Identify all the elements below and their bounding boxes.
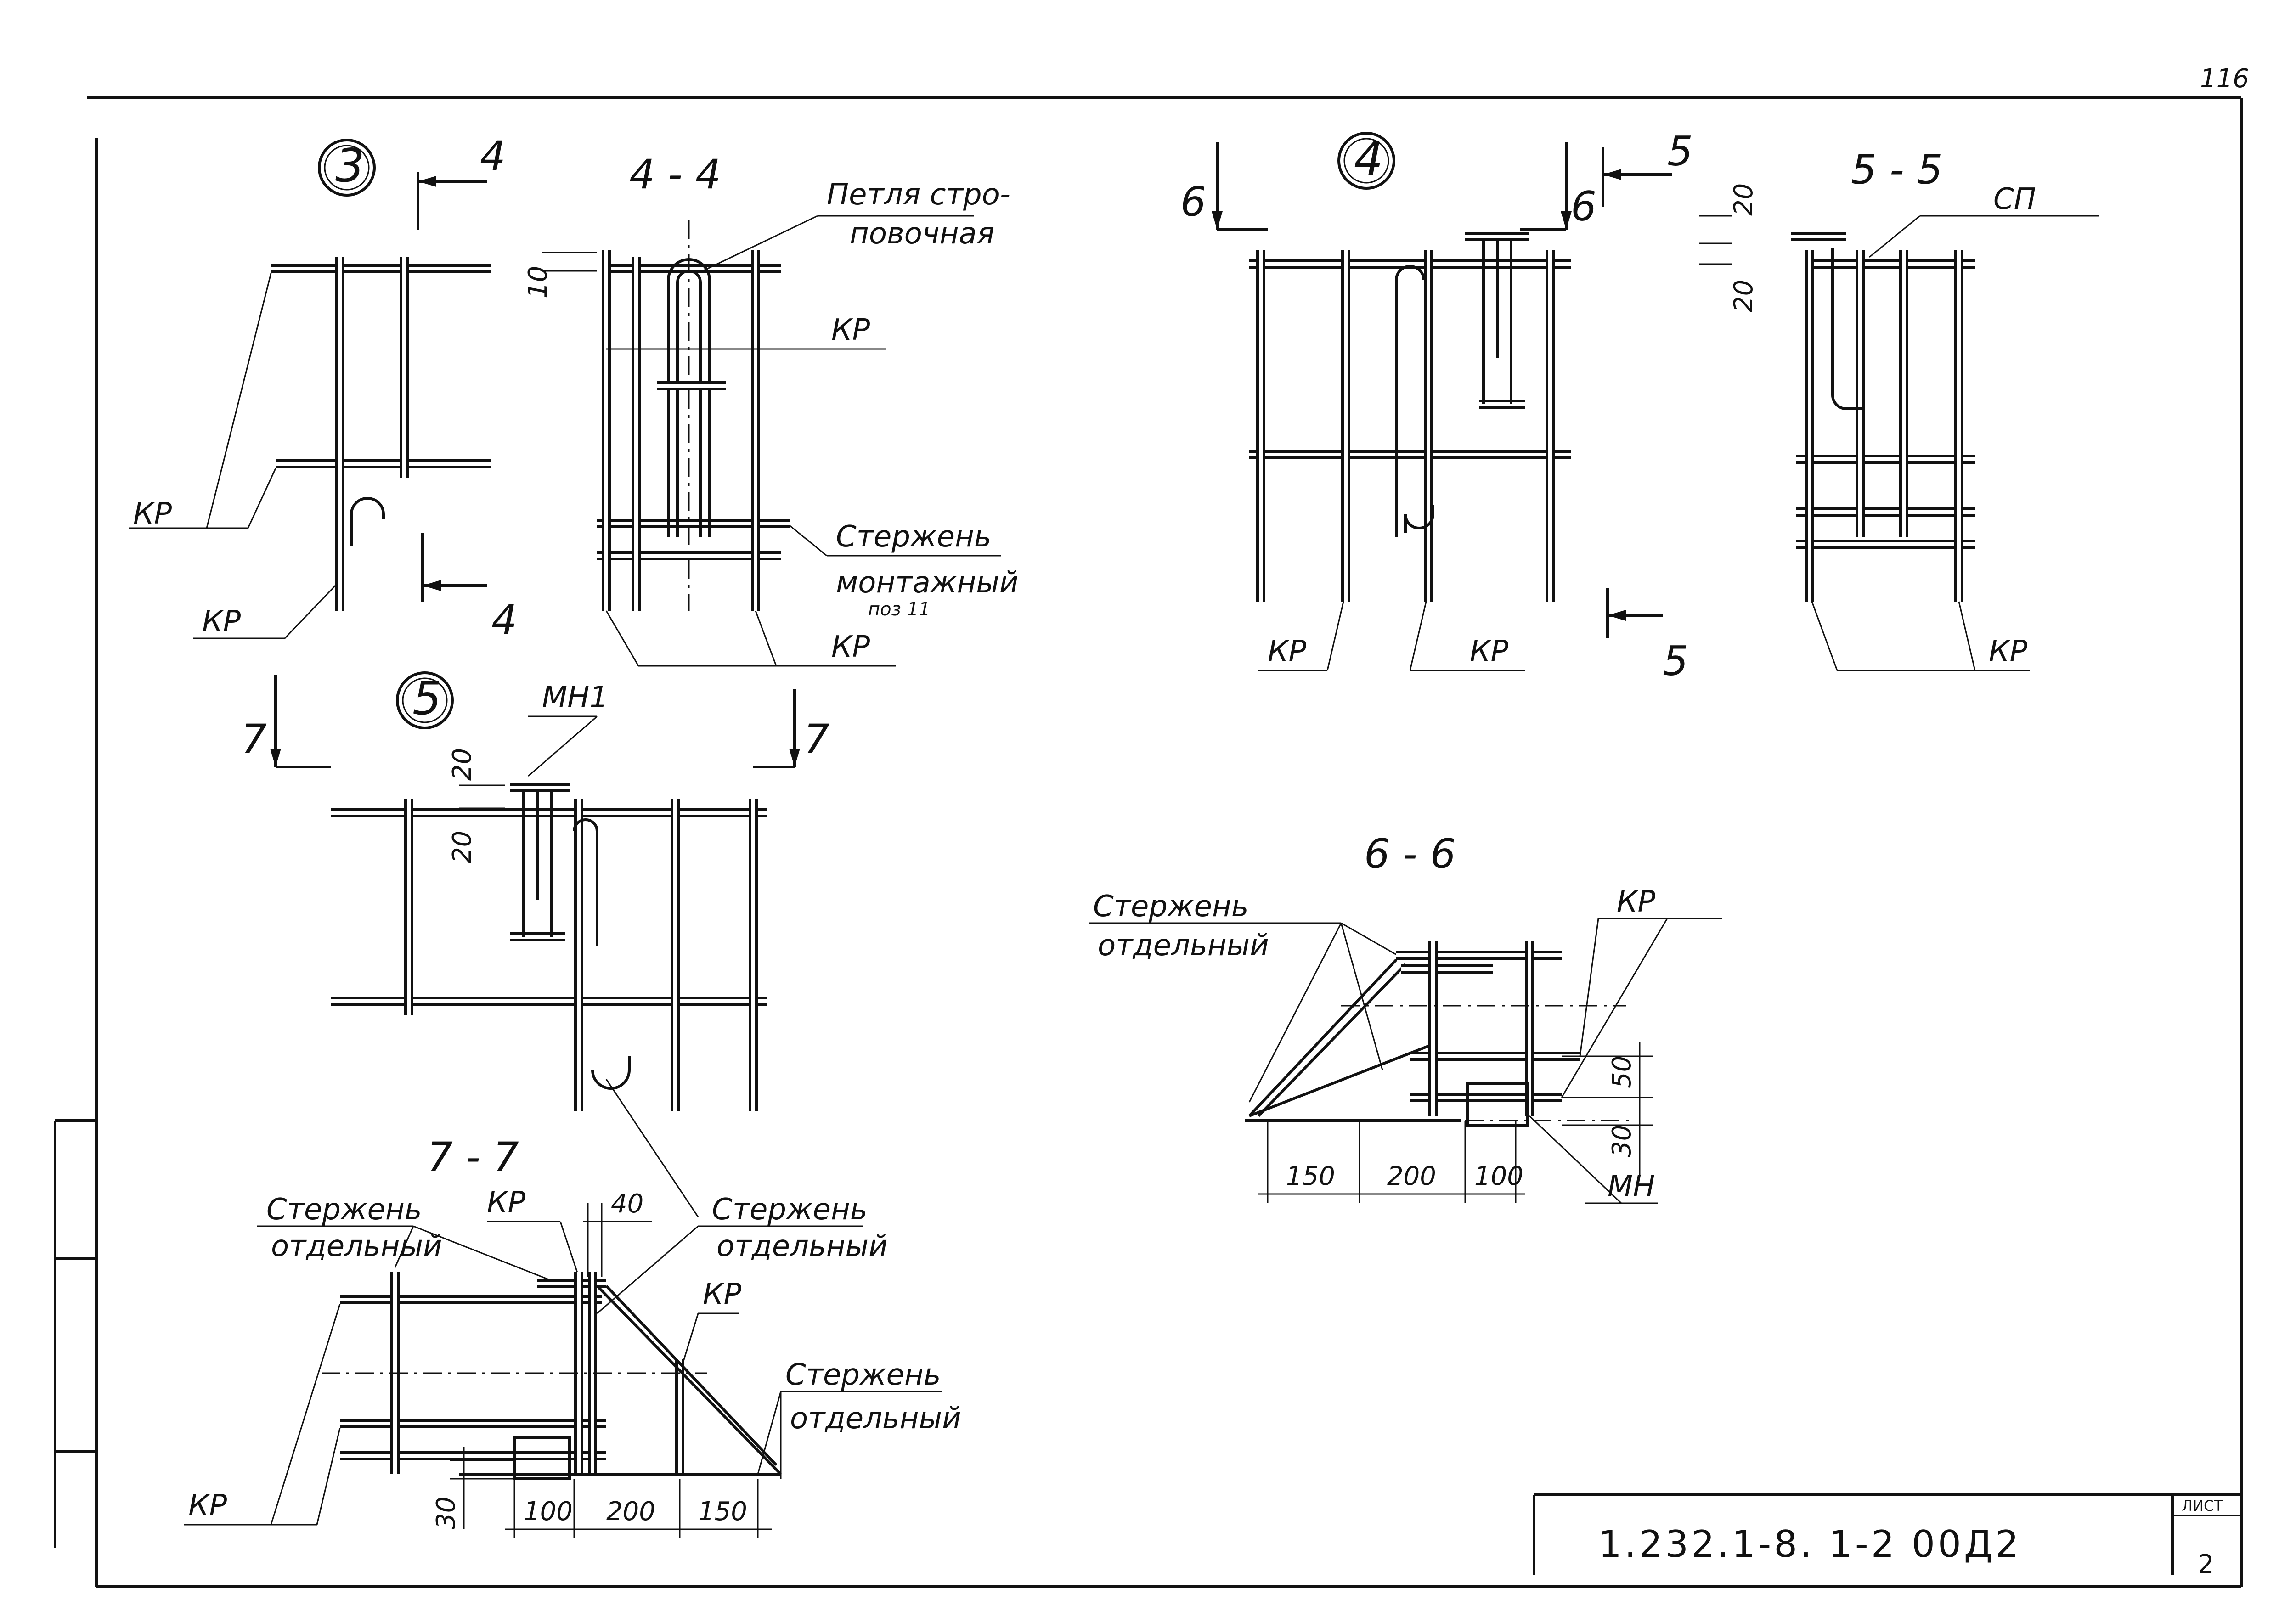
section-7-7-rod-b2: отдельный: [716, 1229, 888, 1263]
section-4-4-view: 4 - 4 10 Петля стро- повочная КР Стержен…: [523, 151, 1018, 667]
section-7-7-rod-c2: отдельный: [790, 1402, 961, 1436]
section-7-7-rod-b1: Стержень: [712, 1193, 868, 1227]
section-6-6-rod-2: отдельный: [1098, 929, 1269, 963]
section-4-4-label-kr-bottom: КР: [831, 630, 870, 664]
node-5-view: 5 7 7 МН1 20 20: [241, 671, 829, 1217]
node-5-tag7-right: 7: [804, 715, 829, 763]
node-5-dim-a: 20: [447, 748, 477, 781]
node-3-section-tag-top: 4: [480, 132, 506, 180]
node-4-label-kr-2: КР: [1470, 635, 1508, 669]
node-3-label-kr-2: КР: [202, 605, 241, 639]
section-7-7-title: 7 - 7: [427, 1133, 519, 1181]
page-number: 116: [2200, 64, 2249, 94]
section-6-6-title: 6 - 6: [1364, 830, 1456, 878]
section-6-6-label-mn: МН: [1608, 1170, 1655, 1204]
section-5-5-dim-a: 20: [1729, 183, 1759, 216]
section-4-4-label-rod-2: монтажный: [836, 566, 1018, 600]
node-4-tag6-left: 6: [1180, 178, 1206, 225]
section-7-7-dim-200: 200: [606, 1497, 655, 1527]
section-7-7-dim-100: 100: [524, 1497, 573, 1527]
section-5-5-label-sp: СП: [1993, 182, 2036, 216]
section-6-6-dim-50: 50: [1607, 1056, 1637, 1088]
node-3-view: 3 4 4 КР КР: [129, 132, 517, 643]
sheet-frame: [54, 96, 2243, 1588]
section-5-5-title: 5 - 5: [1851, 146, 1943, 193]
section-6-6-dim-100: 100: [1474, 1161, 1523, 1191]
section-7-7-dim-30: 30: [431, 1497, 461, 1529]
section-7-7-dim-150: 150: [698, 1497, 747, 1527]
node-5-dim-b: 20: [447, 831, 477, 863]
section-4-4-label-rod-1: Стержень: [836, 520, 992, 554]
section-5-5-dim-b: 20: [1729, 280, 1759, 312]
section-7-7-rod-a2: отдельный: [271, 1229, 442, 1263]
section-6-6-label-kr: КР: [1617, 885, 1655, 919]
section-6-6-dim-150: 150: [1286, 1161, 1335, 1191]
node-4-tag6-right: 6: [1571, 183, 1596, 230]
section-7-7-label-kr-bottom: КР: [188, 1489, 227, 1523]
section-6-6-rod-1: Стержень: [1093, 890, 1249, 924]
section-5-5-view: 5 - 5 20 20 СП КР: [1699, 146, 2099, 671]
section-6-6-dim-200: 200: [1387, 1161, 1436, 1191]
section-4-4-label-kr-top: КР: [831, 313, 870, 347]
node-4-view: 4 6 6 5 5 КР КР: [1180, 128, 1693, 685]
node-4-tag5-bottom: 5: [1663, 637, 1688, 685]
section-4-4-title: 4 - 4: [629, 151, 721, 198]
section-7-7-label-kr-top: КР: [487, 1186, 525, 1220]
section-4-4-label-loop-2: повочная: [850, 217, 994, 251]
node-3-section-tag-bottom: 4: [491, 596, 517, 643]
section-6-6-dim-30: 30: [1607, 1125, 1637, 1157]
stamp-label: ЛИСТ: [2182, 1497, 2223, 1515]
section-5-5-label-kr: КР: [1989, 635, 2027, 669]
node-4-label-kr-1: КР: [1268, 635, 1306, 669]
node-5-marker: 5: [412, 671, 442, 725]
node-5-tag7-left: 7: [241, 715, 267, 763]
section-4-4-label-rod-3: поз 11: [868, 599, 931, 620]
node-4-marker: 4: [1354, 132, 1383, 186]
section-7-7-label-kr-mid: КР: [703, 1278, 741, 1312]
node-3-label-kr-1: КР: [133, 497, 172, 531]
section-7-7-dim-40: 40: [611, 1189, 643, 1219]
node-3-marker: 3: [335, 139, 365, 192]
section-6-6-view: 6 - 6 Стержень отдельный КР 50 30: [1089, 830, 1722, 1204]
node-5-label-mn1: МН1: [542, 681, 608, 715]
drawing-code: 1.232.1-8. 1-2 00Д2: [1598, 1523, 2021, 1566]
section-7-7-view: 7 - 7 Стержень отдельный КР 40 Стержень …: [184, 1133, 961, 1538]
stamp-value: 2: [2198, 1549, 2214, 1579]
section-4-4-dim-10: 10: [523, 266, 553, 299]
section-7-7-rod-a1: Стержень: [266, 1193, 422, 1227]
section-4-4-label-loop-1: Петля стро-: [827, 178, 1010, 212]
section-7-7-rod-c1: Стержень: [785, 1358, 941, 1392]
node-4-tag5-top: 5: [1667, 128, 1693, 175]
